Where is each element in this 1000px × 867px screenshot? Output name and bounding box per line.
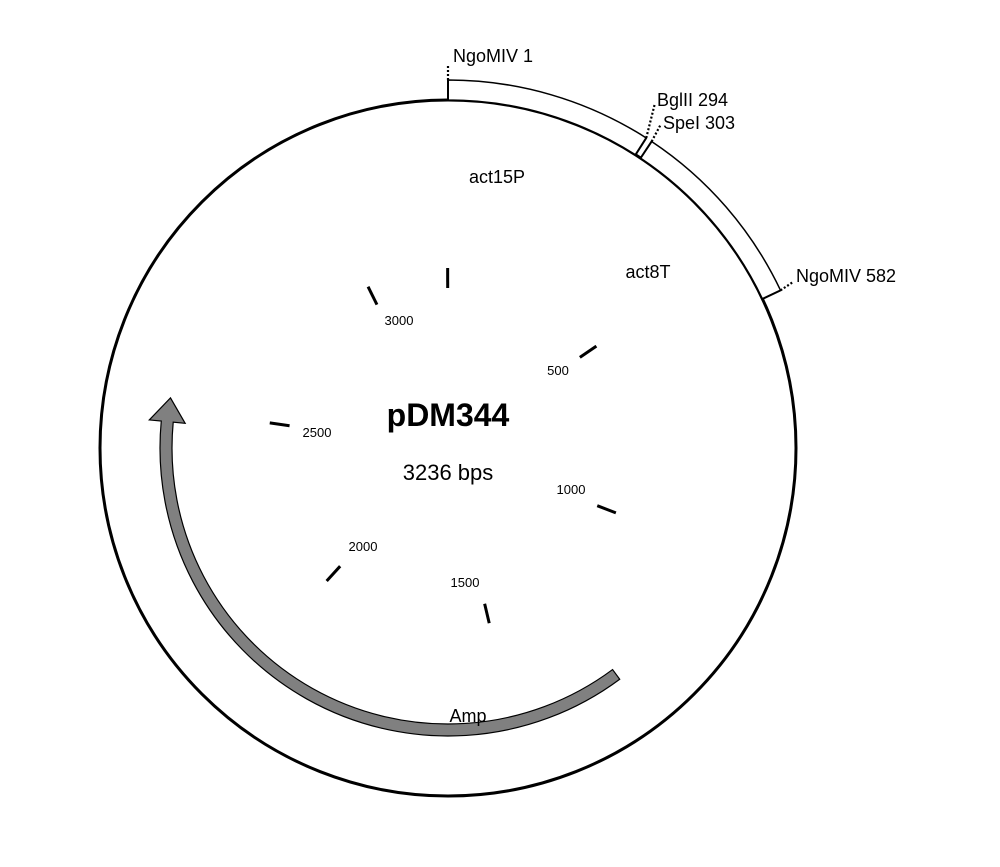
tick-label-1500: 1500 (451, 575, 480, 590)
plasmid-size: 3236 bps (403, 460, 494, 485)
tick-mark-500 (579, 344, 598, 359)
site-leader-ngomiv-582 (779, 281, 794, 292)
tick-mark-2500 (269, 421, 290, 428)
feature-label-act8t: act8T (625, 262, 670, 282)
site-tick-ngomiv-582 (762, 289, 781, 300)
feature-arrow-amp (148, 396, 621, 737)
site-label-bglii-294: BglII 294 (657, 90, 728, 110)
tick-label-2000: 2000 (349, 539, 378, 554)
site-leader-spei-303 (650, 123, 662, 142)
site-tick-spei-303 (639, 140, 653, 159)
tick-label-500: 500 (547, 363, 569, 378)
feature-label-amp: Amp (449, 706, 486, 726)
tick-label-3000: 3000 (385, 313, 414, 328)
ticks-layer: 500 1000 1500 2000 2500 3000 (269, 267, 617, 624)
feature-box-act15p (447, 79, 648, 156)
feature-label-act15p: act15P (469, 167, 525, 187)
tick-mark-3000 (366, 286, 379, 306)
tick-label-1000: 1000 (557, 482, 586, 497)
site-tick-bglii-294 (634, 137, 648, 156)
tick-mark-1000 (596, 504, 617, 515)
plasmid-backbone (98, 98, 798, 798)
features-layer: act15P act8T Amp (148, 79, 782, 737)
tick-mark-2000 (325, 565, 342, 582)
site-label-spei-303: SpeI 303 (663, 113, 735, 133)
tick-mark-1500 (483, 603, 491, 624)
site-label-ngomiv-1: NgoMIV 1 (453, 46, 533, 66)
site-leader-bglii-294 (645, 102, 657, 139)
tick-label-2500: 2500 (303, 425, 332, 440)
plasmid-name: pDM344 (387, 397, 510, 433)
site-label-ngomiv-582: NgoMIV 582 (796, 266, 896, 286)
